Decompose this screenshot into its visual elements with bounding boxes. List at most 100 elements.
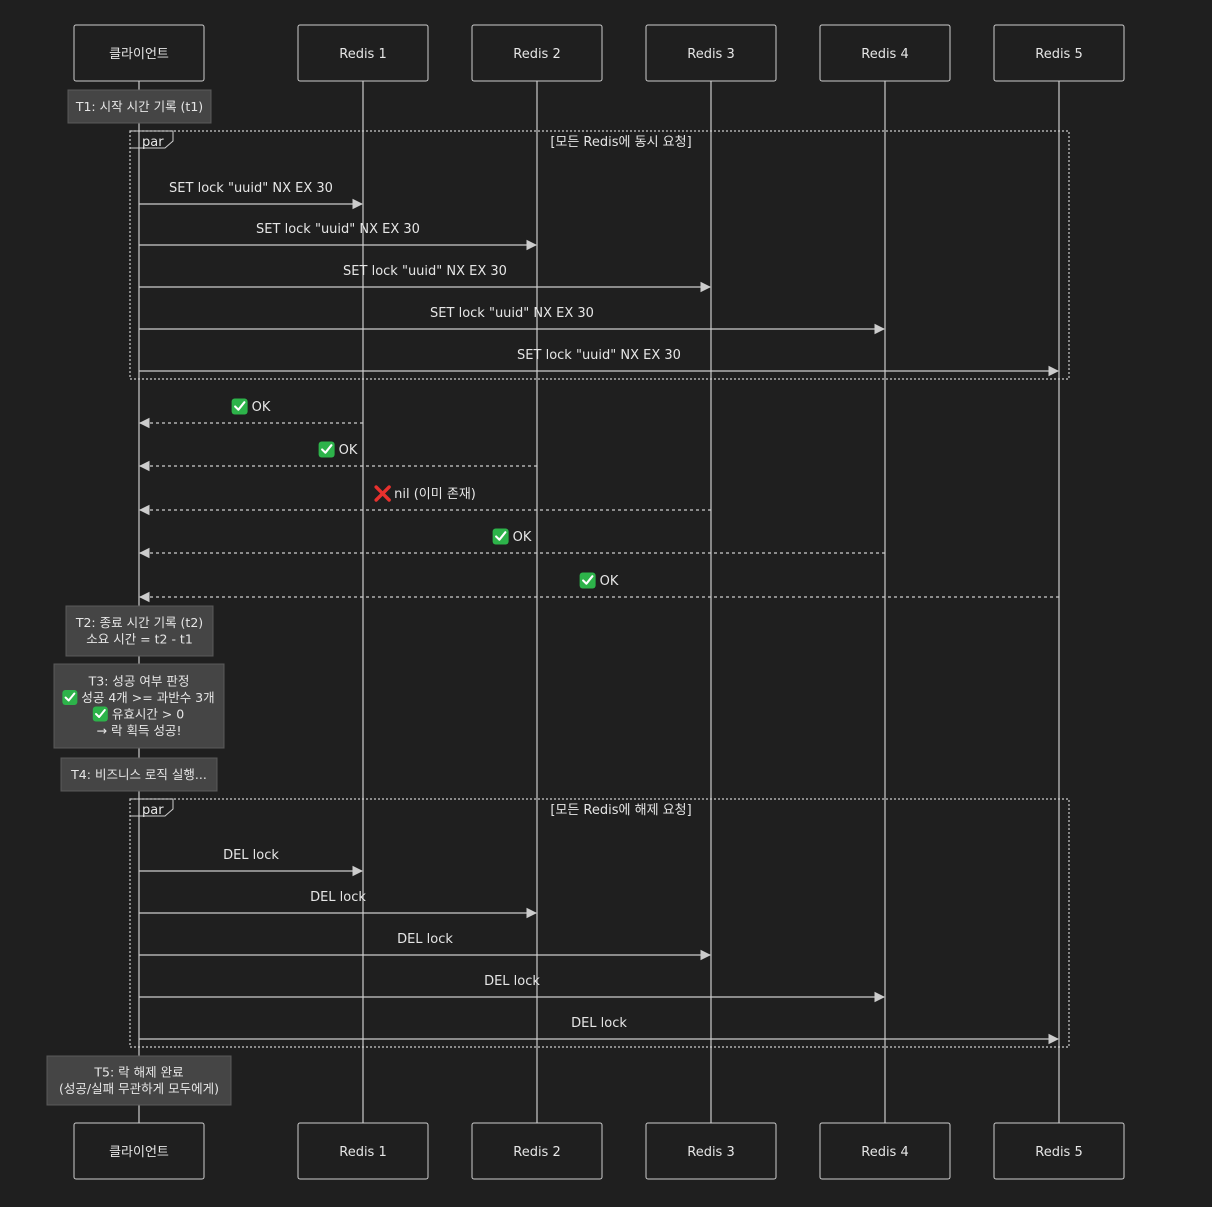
message-label: SET lock "uuid" NX EX 30 <box>256 222 420 237</box>
message-label: DEL lock <box>397 932 453 947</box>
actor-r3-bottom: Redis 3 <box>645 1122 777 1180</box>
actor-box <box>993 24 1125 82</box>
note-t4: T4: 비즈니스 로직 실행... <box>60 757 218 792</box>
actor-r1-top: Redis 1 <box>297 24 429 82</box>
fragment-frame <box>129 798 1070 1048</box>
note-box <box>46 1055 232 1106</box>
actor-r2-bottom: Redis 2 <box>471 1122 603 1180</box>
actor-r4-top: Redis 4 <box>819 24 951 82</box>
note-line: 유효시간 > 0 <box>112 707 184 722</box>
actor-box <box>471 1122 603 1180</box>
note-line: 소요 시간 = t2 - t1 <box>86 632 193 647</box>
message-label: DEL lock <box>571 1016 627 1031</box>
fragment-tab <box>130 130 174 149</box>
fragment-frame <box>129 130 1070 380</box>
actor-box <box>73 24 205 82</box>
note-line: T2: 종료 시간 기록 (t2) <box>75 615 203 630</box>
actor-client-top: 클라이언트 <box>73 24 205 82</box>
actor-box <box>819 1122 951 1180</box>
message-label: DEL lock <box>310 890 366 905</box>
note-line: T3: 성공 여부 판정 <box>88 674 190 689</box>
message-12: DEL lock <box>139 890 538 919</box>
message-2: SET lock "uuid" NX EX 30 <box>139 222 538 251</box>
check-icon <box>579 572 596 589</box>
message-label: SET lock "uuid" NX EX 30 <box>169 181 333 196</box>
message-label: SET lock "uuid" NX EX 30 <box>430 306 594 321</box>
actor-label: Redis 2 <box>513 1145 561 1160</box>
fragment-par-acquire: par [모든 Redis에 동시 요청] <box>129 130 1070 380</box>
message-15: DEL lock <box>139 1016 1060 1045</box>
actor-box <box>645 24 777 82</box>
fragment-condition: [모든 Redis에 해제 요청] <box>550 803 691 818</box>
actor-box <box>297 24 429 82</box>
actor-label: Redis 1 <box>339 1145 387 1160</box>
actor-box <box>819 24 951 82</box>
note-t5: T5: 락 해제 완료(성공/실패 무관하게 모두에게) <box>46 1055 232 1106</box>
check-icon <box>492 528 509 545</box>
actor-label: Redis 3 <box>687 47 735 62</box>
message-label: OK <box>600 574 619 589</box>
message-8: nil (이미 존재) <box>138 485 711 516</box>
fragment-par-release: par [모든 Redis에 해제 요청] <box>129 798 1070 1048</box>
note-box <box>53 663 225 749</box>
message-label: DEL lock <box>484 974 540 989</box>
message-label: DEL lock <box>223 848 279 863</box>
note-line: → 락 획득 성공! <box>97 723 182 738</box>
fragments: par [모든 Redis에 동시 요청] par [모든 Redis에 해제 요청] <box>129 130 1070 1048</box>
message-1: SET lock "uuid" NX EX 30 <box>139 181 364 210</box>
check-icon <box>231 398 248 415</box>
actor-box <box>645 1122 777 1180</box>
note-line: (성공/실패 무관하게 모두에게) <box>59 1081 219 1096</box>
actor-label: Redis 5 <box>1035 47 1083 62</box>
actor-r5-top: Redis 5 <box>993 24 1125 82</box>
fragment-keyword: par <box>142 803 164 818</box>
note-line: T1: 시작 시간 기록 (t1) <box>75 99 203 114</box>
actor-r3-top: Redis 3 <box>645 24 777 82</box>
message-3: SET lock "uuid" NX EX 30 <box>139 264 712 293</box>
actor-r5-bottom: Redis 5 <box>993 1122 1125 1180</box>
actor-client-bottom: 클라이언트 <box>73 1122 205 1180</box>
actor-r4-bottom: Redis 4 <box>819 1122 951 1180</box>
actor-label: Redis 1 <box>339 47 387 62</box>
fragment-keyword: par <box>142 135 164 150</box>
check-icon <box>92 706 108 722</box>
fragment-condition: [모든 Redis에 동시 요청] <box>550 135 691 150</box>
actor-box <box>993 1122 1125 1180</box>
message-label: nil (이미 존재) <box>394 487 476 502</box>
message-label: OK <box>339 443 358 458</box>
note-t2: T2: 종료 시간 기록 (t2) 소요 시간 = t2 - t1 <box>65 605 214 657</box>
fragment-tab <box>130 798 174 817</box>
check-icon <box>62 690 78 705</box>
message-6: OK <box>138 398 363 429</box>
actor-box <box>471 24 603 82</box>
actor-label: 클라이언트 <box>109 47 169 62</box>
note-line: 성공 4개 >= 과반수 3개 <box>81 690 214 705</box>
actor-label: Redis 4 <box>861 47 909 62</box>
note-box <box>60 757 218 792</box>
lifelines <box>138 81 1060 1123</box>
note-box <box>67 89 212 124</box>
message-14: DEL lock <box>139 974 886 1003</box>
message-7: OK <box>138 441 537 472</box>
message-13: DEL lock <box>139 932 712 961</box>
actor-label: Redis 3 <box>687 1145 735 1160</box>
actor-box <box>297 1122 429 1180</box>
actor-label: 클라이언트 <box>109 1145 169 1160</box>
actor-label: Redis 5 <box>1035 1145 1083 1160</box>
actor-r2-top: Redis 2 <box>471 24 603 82</box>
actor-r1-bottom: Redis 1 <box>297 1122 429 1180</box>
note-box <box>65 605 214 657</box>
note-t1: T1: 시작 시간 기록 (t1) <box>67 89 212 124</box>
actor-label: Redis 4 <box>861 1145 909 1160</box>
message-label: SET lock "uuid" NX EX 30 <box>343 264 507 279</box>
check-icon <box>318 441 335 458</box>
notes: T1: 시작 시간 기록 (t1) T2: 종료 시간 기록 (t2) 소요 시간 … <box>46 89 232 1106</box>
message-9: OK <box>138 528 885 559</box>
message-10: OK <box>138 572 1059 603</box>
actor-label: Redis 2 <box>513 47 561 62</box>
message-label: OK <box>252 400 271 415</box>
cross-icon <box>374 485 391 502</box>
